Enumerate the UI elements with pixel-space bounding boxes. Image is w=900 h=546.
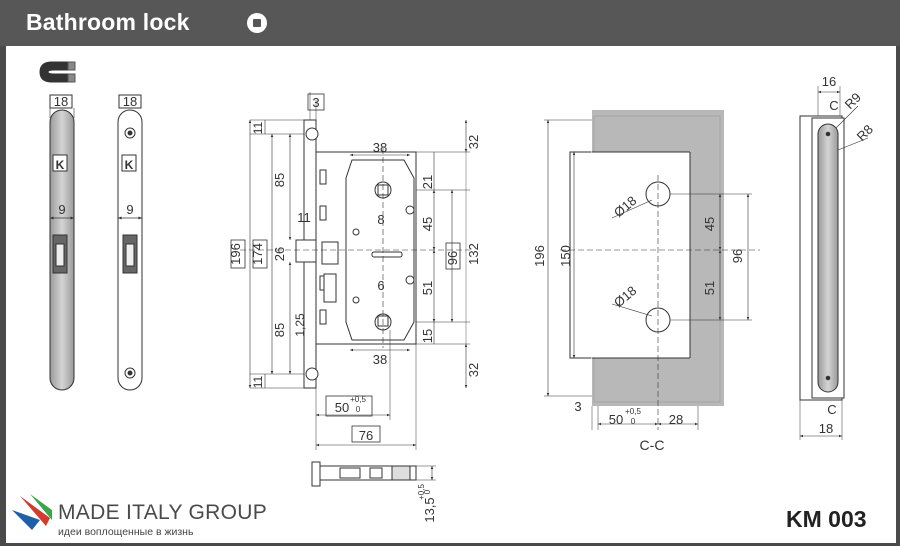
cutout-dim-51: 51 [702, 281, 717, 295]
dim-edge-11-top: 11 [251, 121, 265, 134]
faceplate-front-view [49, 94, 75, 391]
strike-r9: R9 [842, 90, 864, 112]
cutout-tol-upper: +0,5 [625, 407, 641, 416]
made-italy-group-logo-icon [12, 494, 52, 530]
dim-depth: 76 [359, 428, 373, 443]
faceplate-width-b: 18 [123, 94, 137, 109]
drawing-sheet: 18 18 9 9 K K 3 11 85 11 26 196 174 1,25… [6, 46, 896, 543]
bolt-thickness: 13,5 [422, 497, 437, 522]
bolt-tol-lower: 0 [423, 489, 432, 494]
dim-backset-tol-upper: +0,5 [350, 395, 366, 404]
dim-196: 196 [228, 243, 243, 265]
cutout-dim-50: 50 [609, 412, 623, 427]
dim-11-mid: 11 [297, 210, 311, 225]
cutout-dim-150: 150 [558, 245, 573, 267]
cutout-dim-28: 28 [669, 412, 683, 427]
dim-96: 96 [445, 251, 460, 265]
section-label: C-C [640, 437, 665, 453]
logo-letter-a: K [56, 158, 65, 172]
logo-letter-b: K [125, 158, 134, 172]
faceplate-width-a: 18 [54, 94, 68, 109]
dimension-boxes [230, 93, 461, 443]
dimension-labels: 18 18 9 9 K K 3 11 85 11 26 196 174 1,25… [54, 74, 876, 523]
dim-top-thickness: 3 [312, 95, 319, 110]
magnet-icon [39, 61, 76, 83]
brand-tagline: идеи воплощенные в жизнь [58, 526, 194, 538]
page-title: Bathroom lock [26, 9, 190, 35]
keyhole-width-b: 9 [126, 202, 133, 217]
dim-1-25: 1,25 [293, 313, 307, 337]
bolt-tol-upper: +0,5 [417, 484, 426, 500]
keyhole-width-a: 9 [58, 202, 65, 217]
dim-132: 132 [466, 243, 481, 265]
model-code: KM 003 [786, 506, 867, 532]
technical-drawing: 18 18 9 9 K K 3 11 85 11 26 196 174 1,25… [39, 61, 876, 523]
faceplate-outline-view [117, 94, 143, 391]
strike-dim-18: 18 [819, 421, 833, 436]
cutout-tol-lower: 0 [631, 417, 636, 426]
dim-15: 15 [420, 329, 435, 343]
dim-51: 51 [420, 281, 435, 295]
dim-edge-11-bottom: 11 [251, 375, 265, 388]
lock-body-view [240, 92, 470, 450]
dim-45: 45 [420, 217, 435, 231]
strike-label-c-bottom: C [827, 402, 836, 417]
header-bar: Bathroom lock [0, 0, 900, 46]
dim-32-bottom: 32 [466, 363, 481, 377]
bolt-side-view [311, 461, 436, 487]
dim-8: 8 [377, 212, 384, 227]
dim-6: 6 [377, 278, 384, 293]
strike-plate-view [799, 86, 869, 440]
dim-85-bottom: 85 [272, 323, 287, 337]
cutout-dim-96: 96 [730, 249, 745, 263]
brand-block: MADE ITALY GROUP идеи воплощенные в жизн… [10, 490, 300, 540]
brand-name: MADE ITALY GROUP [58, 501, 268, 524]
dim-21: 21 [420, 175, 435, 189]
dim-32-top: 32 [466, 135, 481, 149]
strike-label-c-top: C [829, 98, 838, 113]
dim-85-top: 85 [272, 173, 287, 187]
strike-dim-16: 16 [822, 74, 836, 89]
door-cutout-view [544, 110, 760, 430]
dim-26: 26 [272, 247, 287, 261]
stop-circle-icon[interactable] [247, 13, 267, 33]
dim-backset-tol-lower: 0 [356, 405, 361, 414]
strike-r8: R8 [854, 122, 876, 144]
dim-38-bottom: 38 [373, 352, 387, 367]
cutout-dim-196: 196 [532, 245, 547, 267]
cutout-dim-3: 3 [574, 399, 581, 414]
dim-174: 174 [250, 243, 265, 265]
cutout-dim-45: 45 [702, 217, 717, 231]
dim-backset: 50 [335, 400, 349, 415]
dim-38-top: 38 [373, 140, 387, 155]
